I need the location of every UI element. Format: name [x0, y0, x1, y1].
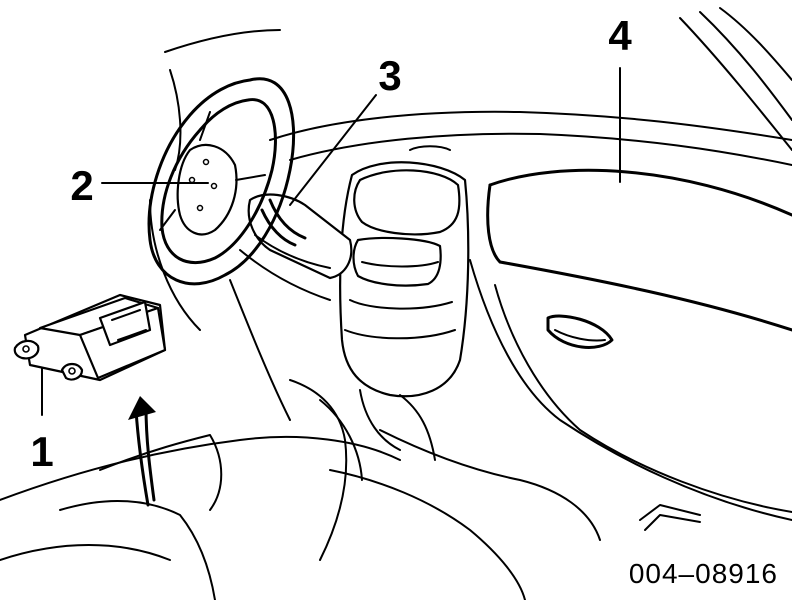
left-trim-lines — [149, 69, 291, 421]
center-stack — [339, 161, 470, 461]
leader-lines — [41, 67, 621, 416]
airbag-control-module — [13, 293, 167, 382]
callout-2: 2 — [70, 162, 93, 209]
callout-4: 4 — [608, 12, 632, 59]
leader-line-3 — [289, 94, 377, 206]
steering-wheel — [147, 77, 296, 286]
upward-arrow — [128, 396, 156, 507]
passenger-airbag-panel — [486, 168, 792, 332]
floor-console — [0, 379, 701, 600]
callout-3: 3 — [378, 52, 401, 99]
clockspring — [260, 198, 307, 247]
glove-box — [469, 259, 792, 521]
callout-labels: 1 2 3 4 — [30, 12, 632, 475]
callout-1: 1 — [30, 428, 53, 475]
figure-code: 004–08916 — [629, 558, 778, 589]
dashboard-top — [269, 110, 792, 166]
windshield-lines — [164, 7, 792, 151]
